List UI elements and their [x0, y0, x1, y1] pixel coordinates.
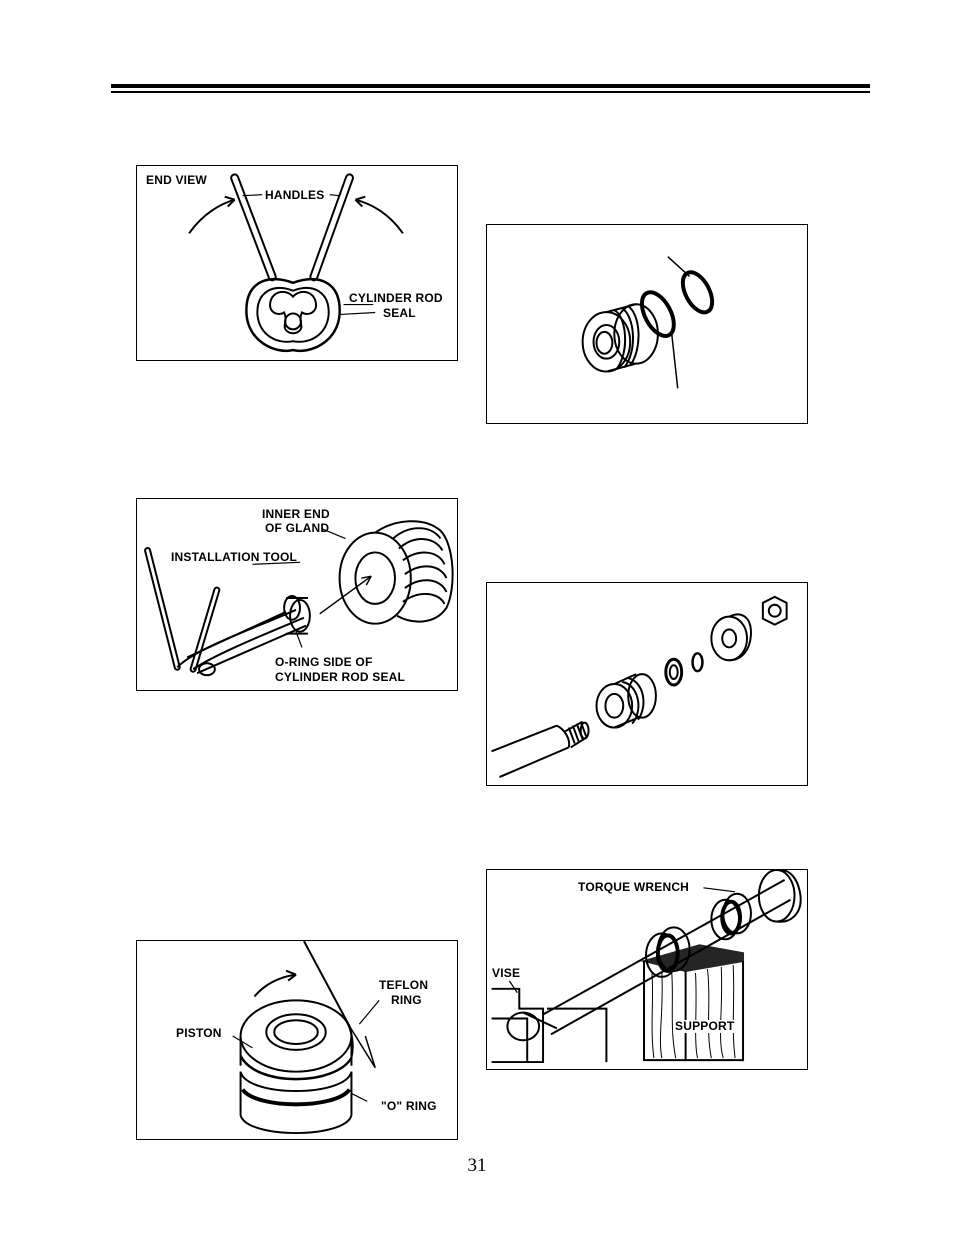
teflon-ring-label-line1: TEFLON [379, 978, 429, 992]
header-rule-thin [111, 91, 870, 93]
figure-gland-rings [486, 224, 808, 424]
support-label: SUPPORT [673, 1019, 737, 1033]
handles-label: HANDLES [265, 188, 325, 202]
torque-wrench-setup-drawing [491, 870, 802, 1064]
seal-tool-end-view-drawing [188, 173, 404, 353]
gland-and-rings-drawing [581, 256, 715, 389]
figure-installation: INNER END OF GLAND INSTALLATION TOOL O-R… [136, 498, 458, 691]
installation-tool-drawing [144, 520, 454, 677]
cylinder-rod-seal-label-line1: CYLINDER ROD [349, 291, 443, 305]
inner-end-label-line1: INNER END [262, 507, 330, 521]
figure-rod-assembly [486, 582, 808, 786]
page-number: 31 [467, 1155, 487, 1176]
piston-teflon-ring-drawing [232, 941, 380, 1134]
vise-label: VISE [492, 966, 521, 980]
piston-label: PISTON [176, 1026, 222, 1040]
teflon-ring-label-line2: RING [391, 993, 422, 1007]
oring-side-label-line2: CYLINDER ROD SEAL [275, 670, 406, 684]
figure-torque-wrench: TORQUE WRENCH VISE SUPPORT [486, 869, 808, 1070]
figure-piston: TEFLON RING PISTON "O" RING [136, 940, 458, 1140]
oring-side-label-line1: O-RING SIDE OF [275, 655, 373, 669]
torque-wrench-label: TORQUE WRENCH [578, 880, 690, 894]
rod-assembly-drawing [491, 595, 788, 778]
inner-end-label-line2: OF GLAND [265, 521, 330, 535]
figure-end-view: END VIEW HANDLES CYLINDER ROD SEAL [136, 165, 458, 361]
installation-tool-label: INSTALLATION TOOL [171, 550, 298, 564]
o-ring-label: "O" RING [381, 1099, 437, 1113]
end-view-label: END VIEW [146, 173, 207, 187]
header-rule-thick [111, 84, 870, 88]
cylinder-rod-seal-label-line2: SEAL [383, 306, 416, 320]
